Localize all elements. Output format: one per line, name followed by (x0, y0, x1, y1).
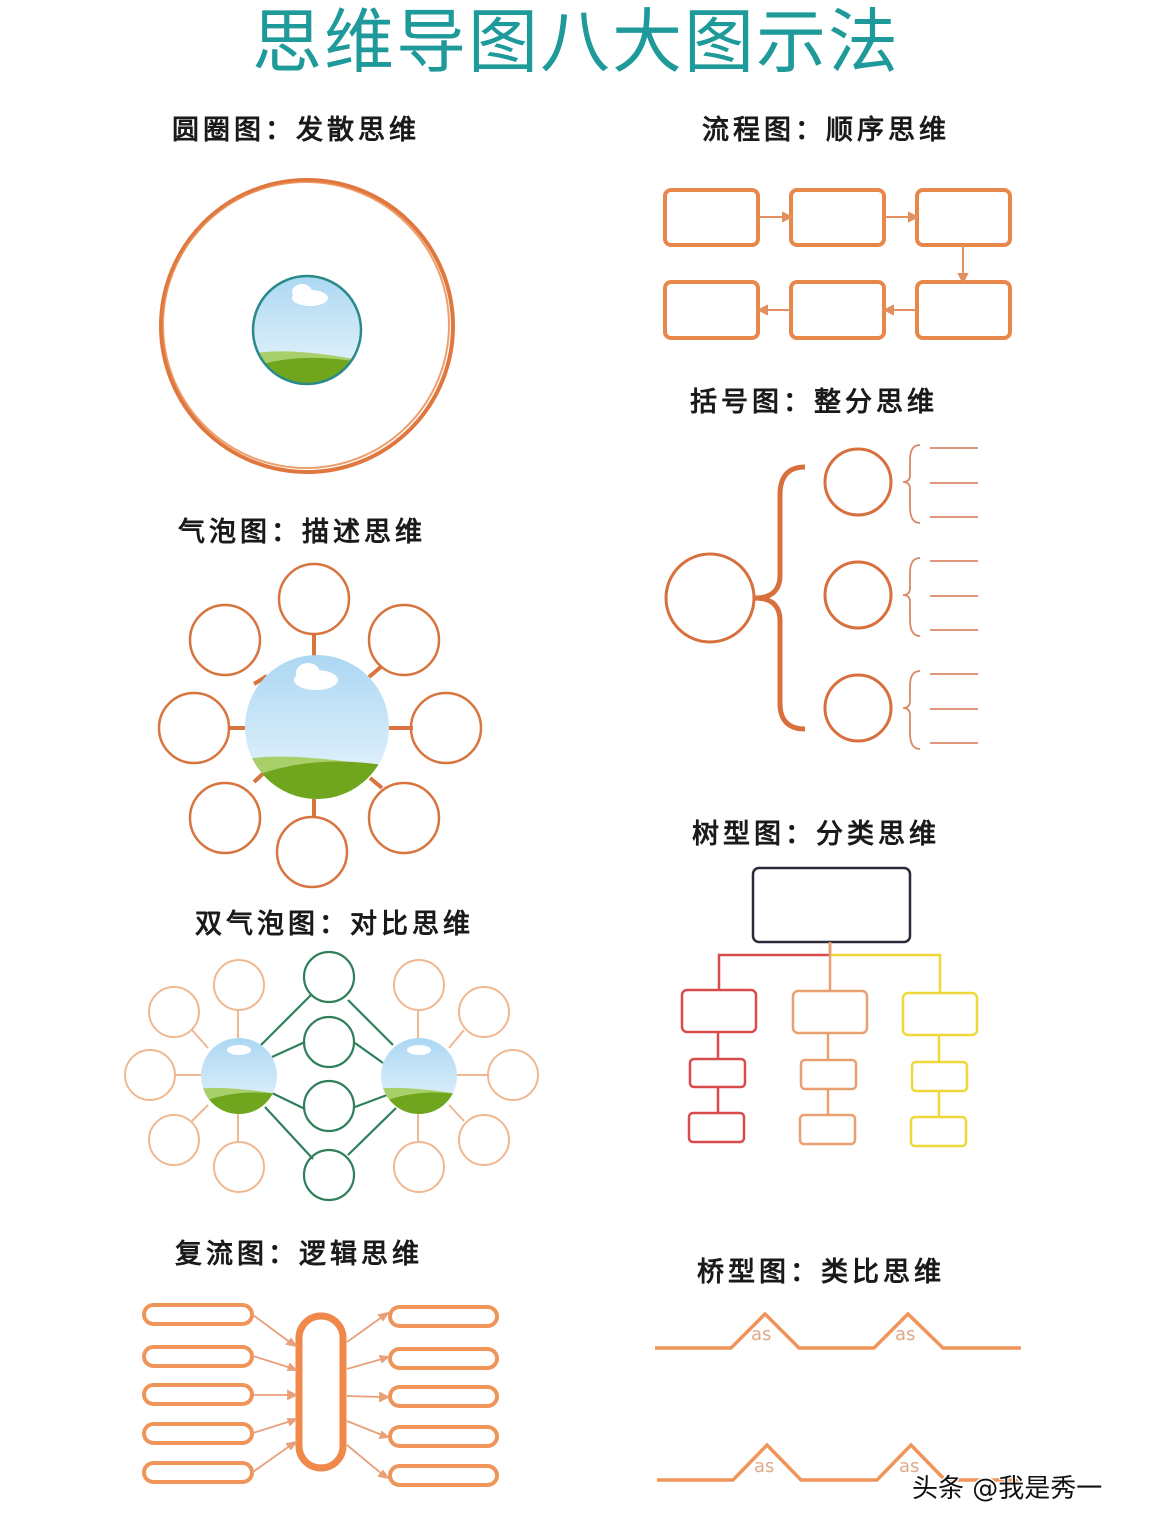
multi-flow-map-heading: 复流图：逻辑思维 (175, 1239, 423, 1270)
relating-factor-label: as (895, 1324, 916, 1345)
landscape-icon (253, 276, 361, 384)
relating-factor-label: as (751, 1324, 772, 1345)
landscape-icon (245, 655, 389, 799)
bubble-map-diagram (150, 560, 490, 890)
flow-map-diagram (655, 180, 1025, 350)
flow-map-heading: 流程图：顺序思维 (702, 115, 950, 146)
relating-factor-label: as (899, 1456, 920, 1477)
relating-factor-label: as (754, 1456, 775, 1477)
multi-flow-map-diagram (130, 1290, 510, 1490)
circle-map-heading: 圆圈图：发散思维 (172, 115, 420, 146)
double-bubble-map-diagram (115, 945, 545, 1205)
circle-map-diagram (150, 170, 470, 480)
page-title: 思维导图八大图示法 (252, 1, 900, 83)
bridge-map-diagram-bottom: as as (645, 1430, 1035, 1500)
double-bubble-map-heading: 双气泡图：对比思维 (195, 909, 474, 940)
tree-map-diagram (670, 860, 990, 1160)
bridge-map-diagram-top: as as (645, 1300, 1035, 1370)
landscape-icon (201, 1038, 277, 1114)
landscape-icon (381, 1038, 457, 1114)
brace-map-diagram (655, 435, 995, 765)
bridge-map-heading: 桥型图：类比思维 (697, 1257, 945, 1288)
tree-map-heading: 树型图：分类思维 (692, 819, 940, 850)
bubble-map-heading: 气泡图：描述思维 (178, 517, 426, 548)
brace-map-heading: 括号图：整分思维 (690, 387, 938, 418)
watermark: 头条 @我是秀一 (912, 1474, 1103, 1504)
